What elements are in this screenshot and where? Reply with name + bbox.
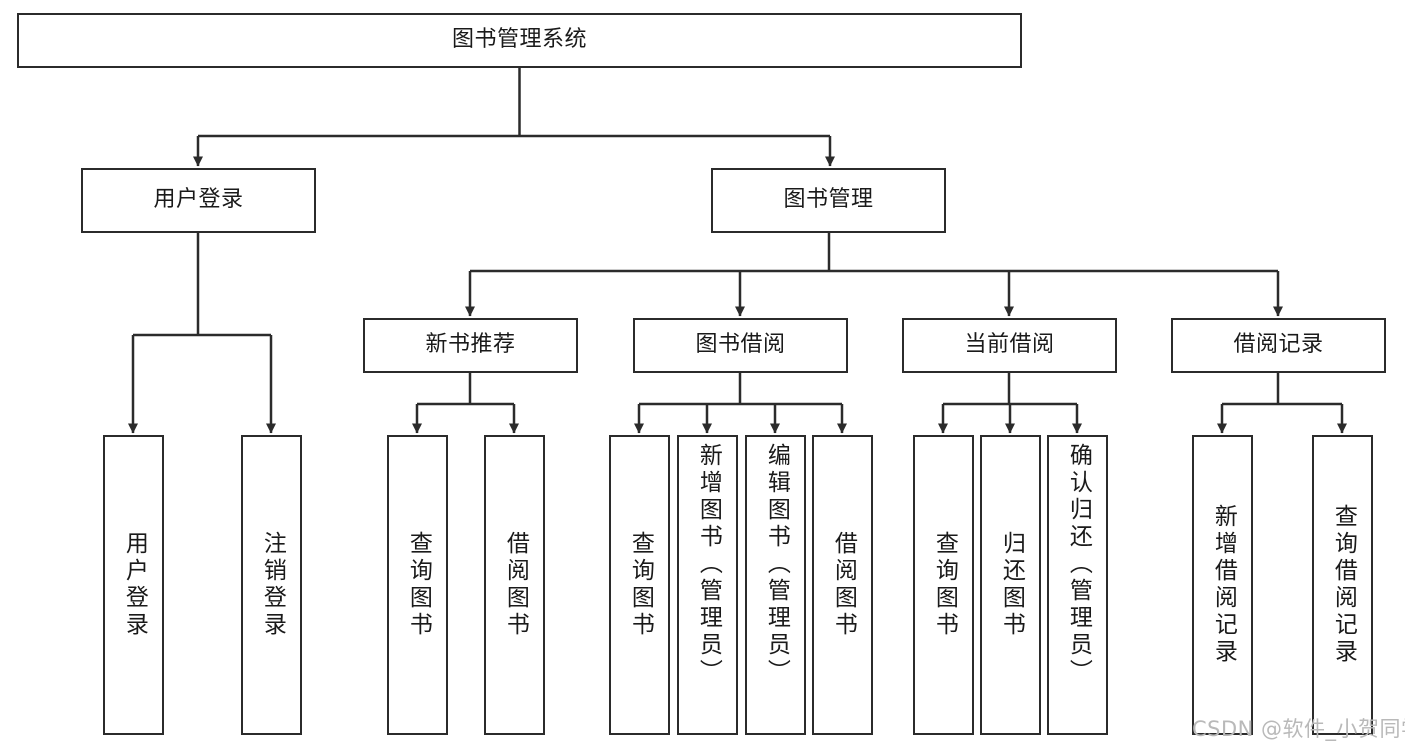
- node-label: 注销登录: [259, 531, 286, 639]
- node-label: 确认归还（管理员）: [1065, 443, 1092, 686]
- node-label: 查询图书: [627, 531, 654, 639]
- node-current-borrow[interactable]: 当前借阅: [902, 318, 1117, 373]
- leaf-current-borrow-query[interactable]: 查询图书: [913, 435, 974, 735]
- node-label: 用户登录: [153, 187, 244, 213]
- node-label: 借阅记录: [1233, 332, 1324, 358]
- leaf-new-book-borrow[interactable]: 借阅图书: [484, 435, 545, 735]
- node-user-login[interactable]: 用户登录: [81, 168, 316, 233]
- node-label: 图书借阅: [695, 332, 786, 358]
- node-label: 编辑图书（管理员）: [763, 443, 790, 686]
- leaf-book-borrow-query[interactable]: 查询图书: [609, 435, 670, 735]
- node-label: 用户登录: [121, 531, 148, 639]
- node-label: 当前借阅: [964, 332, 1055, 358]
- node-label: 新增借阅记录: [1210, 504, 1237, 666]
- node-label: 图书管理: [783, 187, 874, 213]
- leaf-book-borrow-lend[interactable]: 借阅图书: [812, 435, 873, 735]
- leaf-borrow-record-query[interactable]: 查询借阅记录: [1312, 435, 1373, 735]
- leaf-user-login-signin[interactable]: 用户登录: [103, 435, 164, 735]
- node-label: 借阅图书: [830, 531, 857, 639]
- node-label: 新书推荐: [425, 332, 516, 358]
- node-label: 新增图书（管理员）: [695, 443, 722, 686]
- leaf-current-borrow-return[interactable]: 归还图书: [980, 435, 1041, 735]
- node-root-system[interactable]: 图书管理系统: [17, 13, 1022, 68]
- node-label: 查询图书: [931, 531, 958, 639]
- leaf-new-book-query[interactable]: 查询图书: [387, 435, 448, 735]
- node-book-borrow[interactable]: 图书借阅: [633, 318, 848, 373]
- node-label: 查询图书: [405, 531, 432, 639]
- leaf-current-borrow-confirm[interactable]: 确认归还（管理员）: [1047, 435, 1108, 735]
- node-book-management[interactable]: 图书管理: [711, 168, 946, 233]
- leaf-book-borrow-edit[interactable]: 编辑图书（管理员）: [745, 435, 806, 735]
- node-label: 图书管理系统: [451, 27, 587, 53]
- leaf-user-login-signout[interactable]: 注销登录: [241, 435, 302, 735]
- node-borrow-record[interactable]: 借阅记录: [1171, 318, 1386, 373]
- node-label: 归还图书: [998, 531, 1025, 639]
- node-new-book-recommend[interactable]: 新书推荐: [363, 318, 578, 373]
- node-label: 查询借阅记录: [1330, 504, 1357, 666]
- leaf-borrow-record-add[interactable]: 新增借阅记录: [1192, 435, 1253, 735]
- leaf-book-borrow-add[interactable]: 新增图书（管理员）: [677, 435, 738, 735]
- node-label: 借阅图书: [502, 531, 529, 639]
